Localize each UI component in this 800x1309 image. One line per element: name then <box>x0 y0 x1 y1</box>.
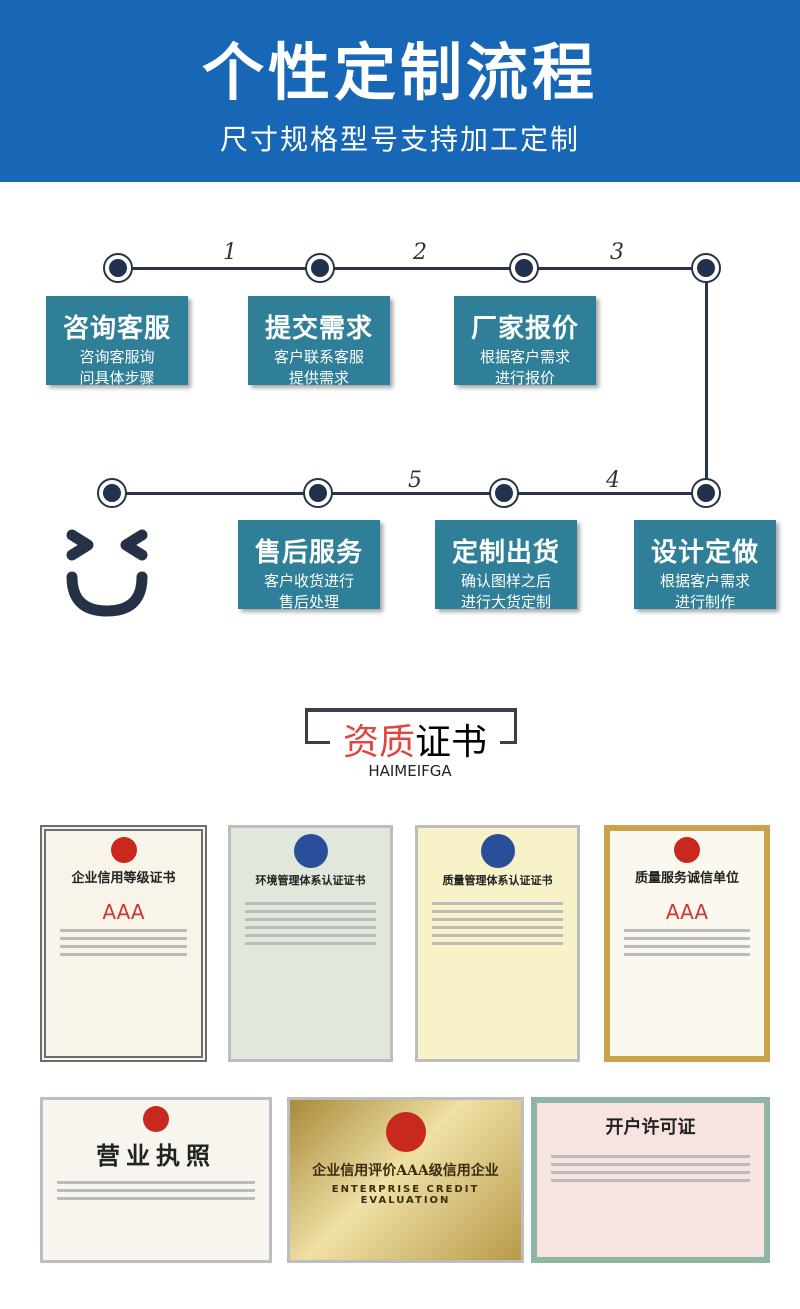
timeline-node <box>489 478 519 508</box>
step-desc: 确认图样之后 <box>460 572 551 590</box>
step-number: 4 <box>606 468 620 493</box>
certificate-grade: AAA <box>102 900 145 924</box>
step-number: 2 <box>413 240 427 265</box>
step-box-design: 设计定做 根据客户需求 进行制作 <box>634 520 776 611</box>
step-box-submit: 提交需求 客户联系客服 提供需求 <box>248 296 390 387</box>
step-desc: 售后处理 <box>278 593 339 611</box>
timeline-line-top <box>118 267 706 270</box>
timeline-line-bottom <box>112 492 706 495</box>
step-title: 定制出货 <box>451 538 560 568</box>
emblem-icon <box>110 837 137 863</box>
timeline-node <box>305 253 335 283</box>
step-title: 提交需求 <box>264 314 373 344</box>
certificate-card: 开户许可证 <box>531 1097 770 1263</box>
step-title: 设计定做 <box>650 538 759 568</box>
certificate-card: 环境管理体系认证证书 <box>228 825 393 1062</box>
step-desc: 进行制作 <box>674 593 735 611</box>
step-box-aftersales: 售后服务 客户收货进行 售后处理 <box>238 520 380 611</box>
step-number: 5 <box>408 468 422 493</box>
certificate-grade: AAA <box>665 900 709 924</box>
step-title: 咨询客服 <box>62 314 171 344</box>
timeline-node <box>303 478 333 508</box>
step-desc: 进行报价 <box>494 369 555 387</box>
certificate-card: 质量服务诚信单位 AAA <box>604 825 770 1062</box>
certificate-card: 企业信用等级证书 AAA <box>40 825 207 1062</box>
page-title: 个性定制流程 <box>201 36 598 109</box>
certificate-title: 质量服务诚信单位 <box>634 871 739 886</box>
step-title: 售后服务 <box>254 538 363 568</box>
step-desc: 提供需求 <box>288 369 349 387</box>
timeline-node <box>97 478 127 508</box>
step-number: 3 <box>610 240 624 265</box>
step-box-consult: 咨询客服 咨询客服询 问具体步骤 <box>46 296 188 387</box>
page-subtitle: 尺寸规格型号支持加工定制 <box>219 123 580 156</box>
certificate-title: 质量管理体系认证证书 <box>442 874 553 887</box>
certificate-title: 企业信用等级证书 <box>71 871 176 886</box>
cert-section-subtitle: HAIMEIFGA <box>368 762 452 780</box>
step-number: 1 <box>223 240 237 265</box>
certificate-title: 营业执照 <box>96 1141 216 1170</box>
logo-icon <box>480 834 515 868</box>
cert-title-red: 资质 <box>342 722 415 763</box>
certificate-card: 质量管理体系认证证书 <box>415 825 580 1062</box>
smiley-face-icon <box>66 529 148 617</box>
cert-section-title: 资质证书 <box>330 722 500 764</box>
certificate-title: 开户许可证 <box>605 1117 696 1138</box>
certificate-card: 营业执照 <box>40 1097 272 1263</box>
timeline-node <box>691 478 721 508</box>
step-desc: 咨询客服询 <box>79 348 155 366</box>
timeline-node <box>103 253 133 283</box>
certificate-title: 环境管理体系认证证书 <box>255 874 366 887</box>
certificate-subtitle: ENTERPRISE CREDIT EVALUATION <box>331 1184 480 1206</box>
certificate-card: 企业信用评价AAA级信用企业 ENTERPRISE CREDIT EVALUAT… <box>287 1097 524 1263</box>
timeline-line-right <box>705 268 708 493</box>
step-box-ship: 定制出货 确认图样之后 进行大货定制 <box>435 520 577 611</box>
step-desc: 根据客户需求 <box>479 348 570 366</box>
step-desc: 进行大货定制 <box>460 593 551 611</box>
step-desc: 客户收货进行 <box>263 572 354 590</box>
step-desc: 客户联系客服 <box>273 348 364 366</box>
logo-icon <box>293 834 328 868</box>
cert-title-black: 证书 <box>415 722 488 763</box>
step-box-quote: 厂家报价 根据客户需求 进行报价 <box>454 296 596 387</box>
step-desc: 问具体步骤 <box>79 369 155 387</box>
timeline-node <box>691 253 721 283</box>
header-banner <box>0 0 800 182</box>
step-title: 厂家报价 <box>470 314 579 344</box>
national-emblem-icon <box>143 1106 169 1132</box>
step-desc: 根据客户需求 <box>659 572 750 590</box>
certificate-title: 企业信用评价AAA级信用企业 <box>312 1163 499 1179</box>
emblem-icon <box>674 837 700 863</box>
emblem-icon <box>385 1112 426 1152</box>
timeline-node <box>509 253 539 283</box>
